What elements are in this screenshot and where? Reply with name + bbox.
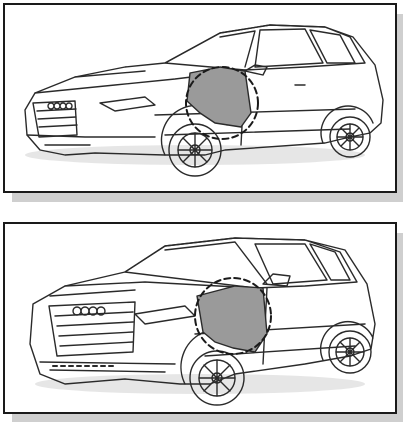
- panel-shadow: [397, 233, 403, 422]
- panel-shadow: [397, 14, 403, 202]
- illustration-panel-hatchback: [3, 3, 397, 193]
- illustration-panel-suv: [3, 222, 397, 414]
- suv-drawing: [5, 224, 395, 412]
- panel-shadow: [12, 193, 403, 202]
- panel-shadow: [12, 414, 403, 422]
- hatchback-drawing: [5, 5, 395, 191]
